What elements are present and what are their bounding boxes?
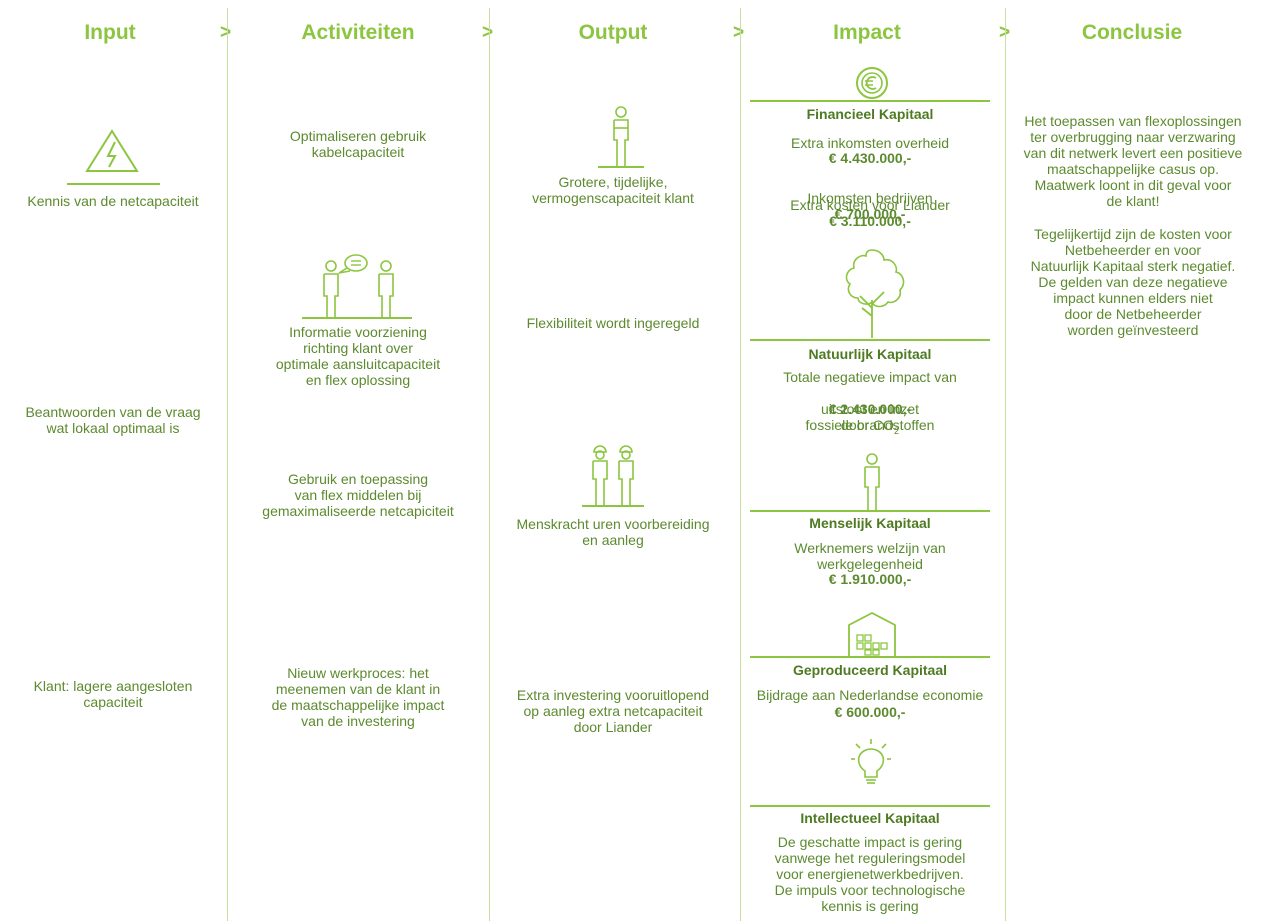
impact-geproduceerd-text: Bijdrage aan Nederlandse economie xyxy=(756,687,984,703)
arrow-separator: > xyxy=(999,18,1010,48)
impact-financieel-value2: € 700.000,- xyxy=(834,206,906,222)
output-flexibiliteit: Flexibiliteit wordt ingeregeld xyxy=(526,315,700,331)
worker-icon xyxy=(596,106,646,170)
header-input: Input xyxy=(84,21,136,44)
building-icon xyxy=(846,611,898,657)
impact-baseline xyxy=(750,100,990,102)
impact-baseline xyxy=(750,339,990,341)
impact-financieel-line1: Extra inkomsten overheid xyxy=(791,135,949,151)
arrow-separator: > xyxy=(482,22,494,43)
high-voltage-icon xyxy=(82,128,142,174)
impact-menselijk-value: € 1.910.000,- xyxy=(828,571,912,587)
column-divider xyxy=(227,8,228,921)
impact-title-financieel: Financieel Kapitaal xyxy=(806,106,934,122)
impact-baseline xyxy=(750,656,990,658)
input-item-kennis: Kennis van de netcapaciteit xyxy=(27,193,199,209)
activiteit-gebruik-flex: Gebruik en toepassing van flex middelen … xyxy=(262,471,454,519)
activiteit-informatie: Informatie voorziening richting klant ov… xyxy=(275,324,441,388)
column-divider xyxy=(1005,8,1006,921)
impact-financieel-line2-label: Inkomsten bedrijven xyxy=(807,190,933,206)
activiteit-werkproces: Nieuw werkproces: het meenemen van de kl… xyxy=(271,665,445,729)
column-divider xyxy=(489,8,490,921)
impact-natuurlijk-line4: fossiele brandstoffen xyxy=(805,417,935,433)
tree-icon xyxy=(836,246,908,340)
conclusie-p2: Tegelijkertijd zijn de kosten voor Netbe… xyxy=(1030,226,1236,338)
input-item-klant: Klant: lagere aangesloten capaciteit xyxy=(33,678,193,710)
header-output: Output xyxy=(578,21,648,44)
impact-financieel-value3: € 3.110.000,- xyxy=(829,213,911,229)
impact-menselijk-text: Werknemers welzijn van werkgelegenheid xyxy=(794,540,946,572)
impact-title-natuurlijk: Natuurlijk Kapitaal xyxy=(808,346,932,362)
output-vermogenscapaciteit: Grotere, tijdelijke, vermogenscapaciteit… xyxy=(532,174,694,206)
arrow-separator: > xyxy=(733,22,745,43)
impact-natuurlijk-co2-sub: 2 xyxy=(893,425,899,436)
impact-financieel-line3: Extra kosten voor Liander xyxy=(790,197,950,213)
column-divider xyxy=(740,8,741,921)
activiteit-optimaliseren: Optimaliseren gebruik kabelcapaciteit xyxy=(289,128,427,160)
impact-financieel-line2: Inkomsten bedrijven € 700.000,- xyxy=(745,174,995,222)
impact-title-geproduceerd: Geproduceerd Kapitaal xyxy=(792,662,948,678)
icon-baseline xyxy=(67,183,160,185)
output-extra-investering: Extra investering vooruitlopend op aanle… xyxy=(516,687,710,735)
header-impact: Impact xyxy=(833,21,901,44)
impact-title-intellectueel: Intellectueel Kapitaal xyxy=(800,810,940,826)
header-activiteiten: Activiteiten xyxy=(301,21,415,44)
impact-intellectueel-text: De geschatte impact is gering vanwege he… xyxy=(774,834,966,914)
impact-natuurlijk-line3: uitstoot en inzet xyxy=(820,401,920,417)
impact-natuurlijk-value: € 2.430.000,- xyxy=(828,401,912,417)
impact-natuurlijk-line2: € 2.430.000,- door CO2 xyxy=(745,385,995,439)
impact-natuurlijk-line1: Totale negatieve impact van xyxy=(783,369,957,385)
workers-icon xyxy=(582,443,644,509)
impact-baseline xyxy=(750,510,990,512)
conclusie-p1: Het toepassen van flexoplossingen ter ov… xyxy=(1023,113,1243,209)
input-item-vraag: Beantwoorden van de vraag wat lokaal opt… xyxy=(25,404,201,436)
impact-geproduceerd-value: € 600.000,- xyxy=(834,704,906,720)
arrow-separator: > xyxy=(220,22,232,43)
impact-title-menselijk: Menselijk Kapitaal xyxy=(809,515,931,531)
impact-natuurlijk-co2: door CO xyxy=(841,417,894,433)
impact-baseline xyxy=(750,805,990,807)
lightbulb-icon xyxy=(851,739,891,789)
header-conclusie: Conclusie xyxy=(1081,21,1183,44)
person-icon xyxy=(860,452,884,514)
output-menskracht: Menskracht uren voorbereiding en aanleg xyxy=(516,516,710,548)
conversation-icon xyxy=(302,251,412,321)
impact-financieel-value1: € 4.430.000,- xyxy=(828,150,912,166)
euro-coin-icon xyxy=(855,66,889,100)
